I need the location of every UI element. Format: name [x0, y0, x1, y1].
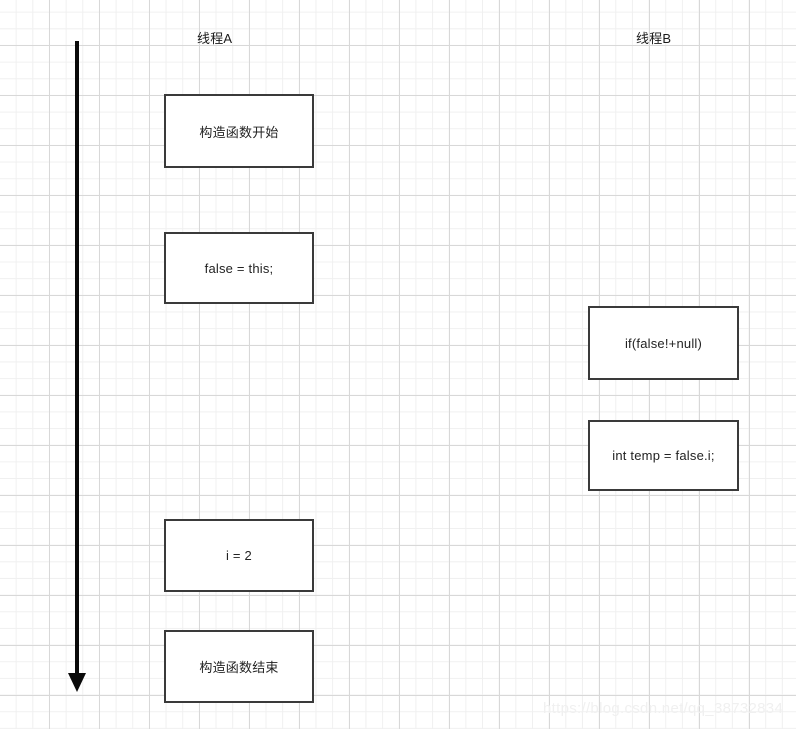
lane-label-thread-a: 线程A — [197, 31, 233, 46]
time-axis-arrowhead-icon — [68, 673, 86, 692]
node-label: i = 2 — [226, 548, 252, 563]
node-i-equals-2[interactable]: i = 2 — [164, 519, 314, 592]
node-label: if(false!+null) — [624, 335, 703, 351]
node-if-false-null[interactable]: if(false!+null) — [588, 306, 739, 380]
time-axis-line — [75, 41, 79, 682]
node-label: false = this; — [204, 260, 274, 276]
node-label: 构造函数开始 — [199, 124, 279, 140]
lane-label-thread-b: 线程B — [636, 31, 672, 46]
node-false-assign-this[interactable]: false = this; — [164, 232, 314, 304]
node-int-temp-false-i[interactable]: int temp = false.i; — [588, 420, 739, 491]
node-label: int temp = false.i; — [612, 448, 715, 463]
node-constructor-start[interactable]: 构造函数开始 — [164, 94, 314, 168]
watermark-url: https://blog.csdn.net/qq_38732834 — [543, 700, 784, 717]
node-constructor-end[interactable]: 构造函数结束 — [164, 630, 314, 703]
node-label: 构造函数结束 — [199, 660, 279, 675]
